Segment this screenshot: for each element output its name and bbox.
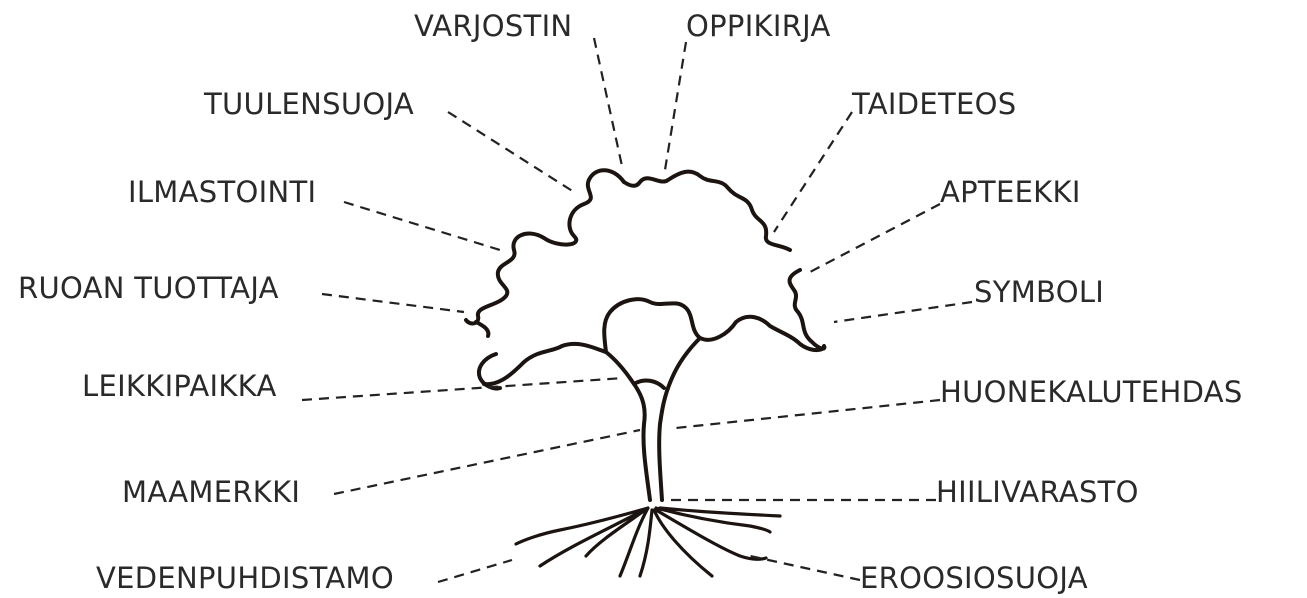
label-ruoan-tuottaja: RUOAN TUOTTAJA: [18, 271, 279, 305]
roots: [514, 506, 782, 578]
label-apteekki: APTEEKKI: [940, 175, 1081, 209]
label-taideteos: TAIDETEOS: [852, 87, 1017, 121]
leader-tuulensuoja: [447, 111, 575, 193]
canopy-outline-top: [622, 169, 792, 252]
label-varjostin: VARJOSTIN: [414, 9, 573, 43]
leader-oppikirja: [662, 41, 688, 177]
leader-varjostin: [592, 37, 624, 167]
canopy-outline-left: [464, 168, 626, 391]
leader-symboli: [833, 300, 973, 324]
label-huonekalutehdas: HUONEKALUTEHDAS: [940, 375, 1243, 409]
label-maamerkki: MAAMERKKI: [122, 475, 301, 509]
leader-leikkipaikka: [301, 376, 625, 402]
canopy-outline-right: [787, 268, 827, 351]
label-hiilivarasto: HIILIVARASTO: [936, 475, 1139, 509]
inner-branches: [604, 336, 702, 502]
label-leikkipaikka: LEIKKIPAIKKA: [82, 369, 277, 403]
leader-ruoan-tuottaja: [321, 292, 465, 314]
leader-huonekalutehdas: [675, 398, 941, 430]
label-ilmastointi: ILMASTOINTI: [128, 175, 317, 209]
leader-ilmastointi: [343, 200, 501, 252]
label-tuulensuoja: TUULENSUOJA: [204, 87, 414, 121]
label-vedenpuhdistamo: VEDENPUHDISTAMO: [96, 561, 394, 595]
leader-eroosiosuoja: [749, 554, 861, 582]
label-symboli: SYMBOLI: [974, 275, 1105, 309]
leader-apteekki: [809, 203, 941, 273]
leader-vedenpuhdistamo: [437, 558, 513, 584]
label-eroosiosuoja: EROOSIOSUOJA: [860, 561, 1088, 595]
leader-maamerkki: [333, 428, 641, 496]
leader-taideteos: [773, 111, 853, 233]
leader-lines: [301, 37, 973, 584]
label-oppikirja: OPPIKIRJA: [686, 9, 831, 43]
canopy-lower-edge: [482, 297, 826, 387]
